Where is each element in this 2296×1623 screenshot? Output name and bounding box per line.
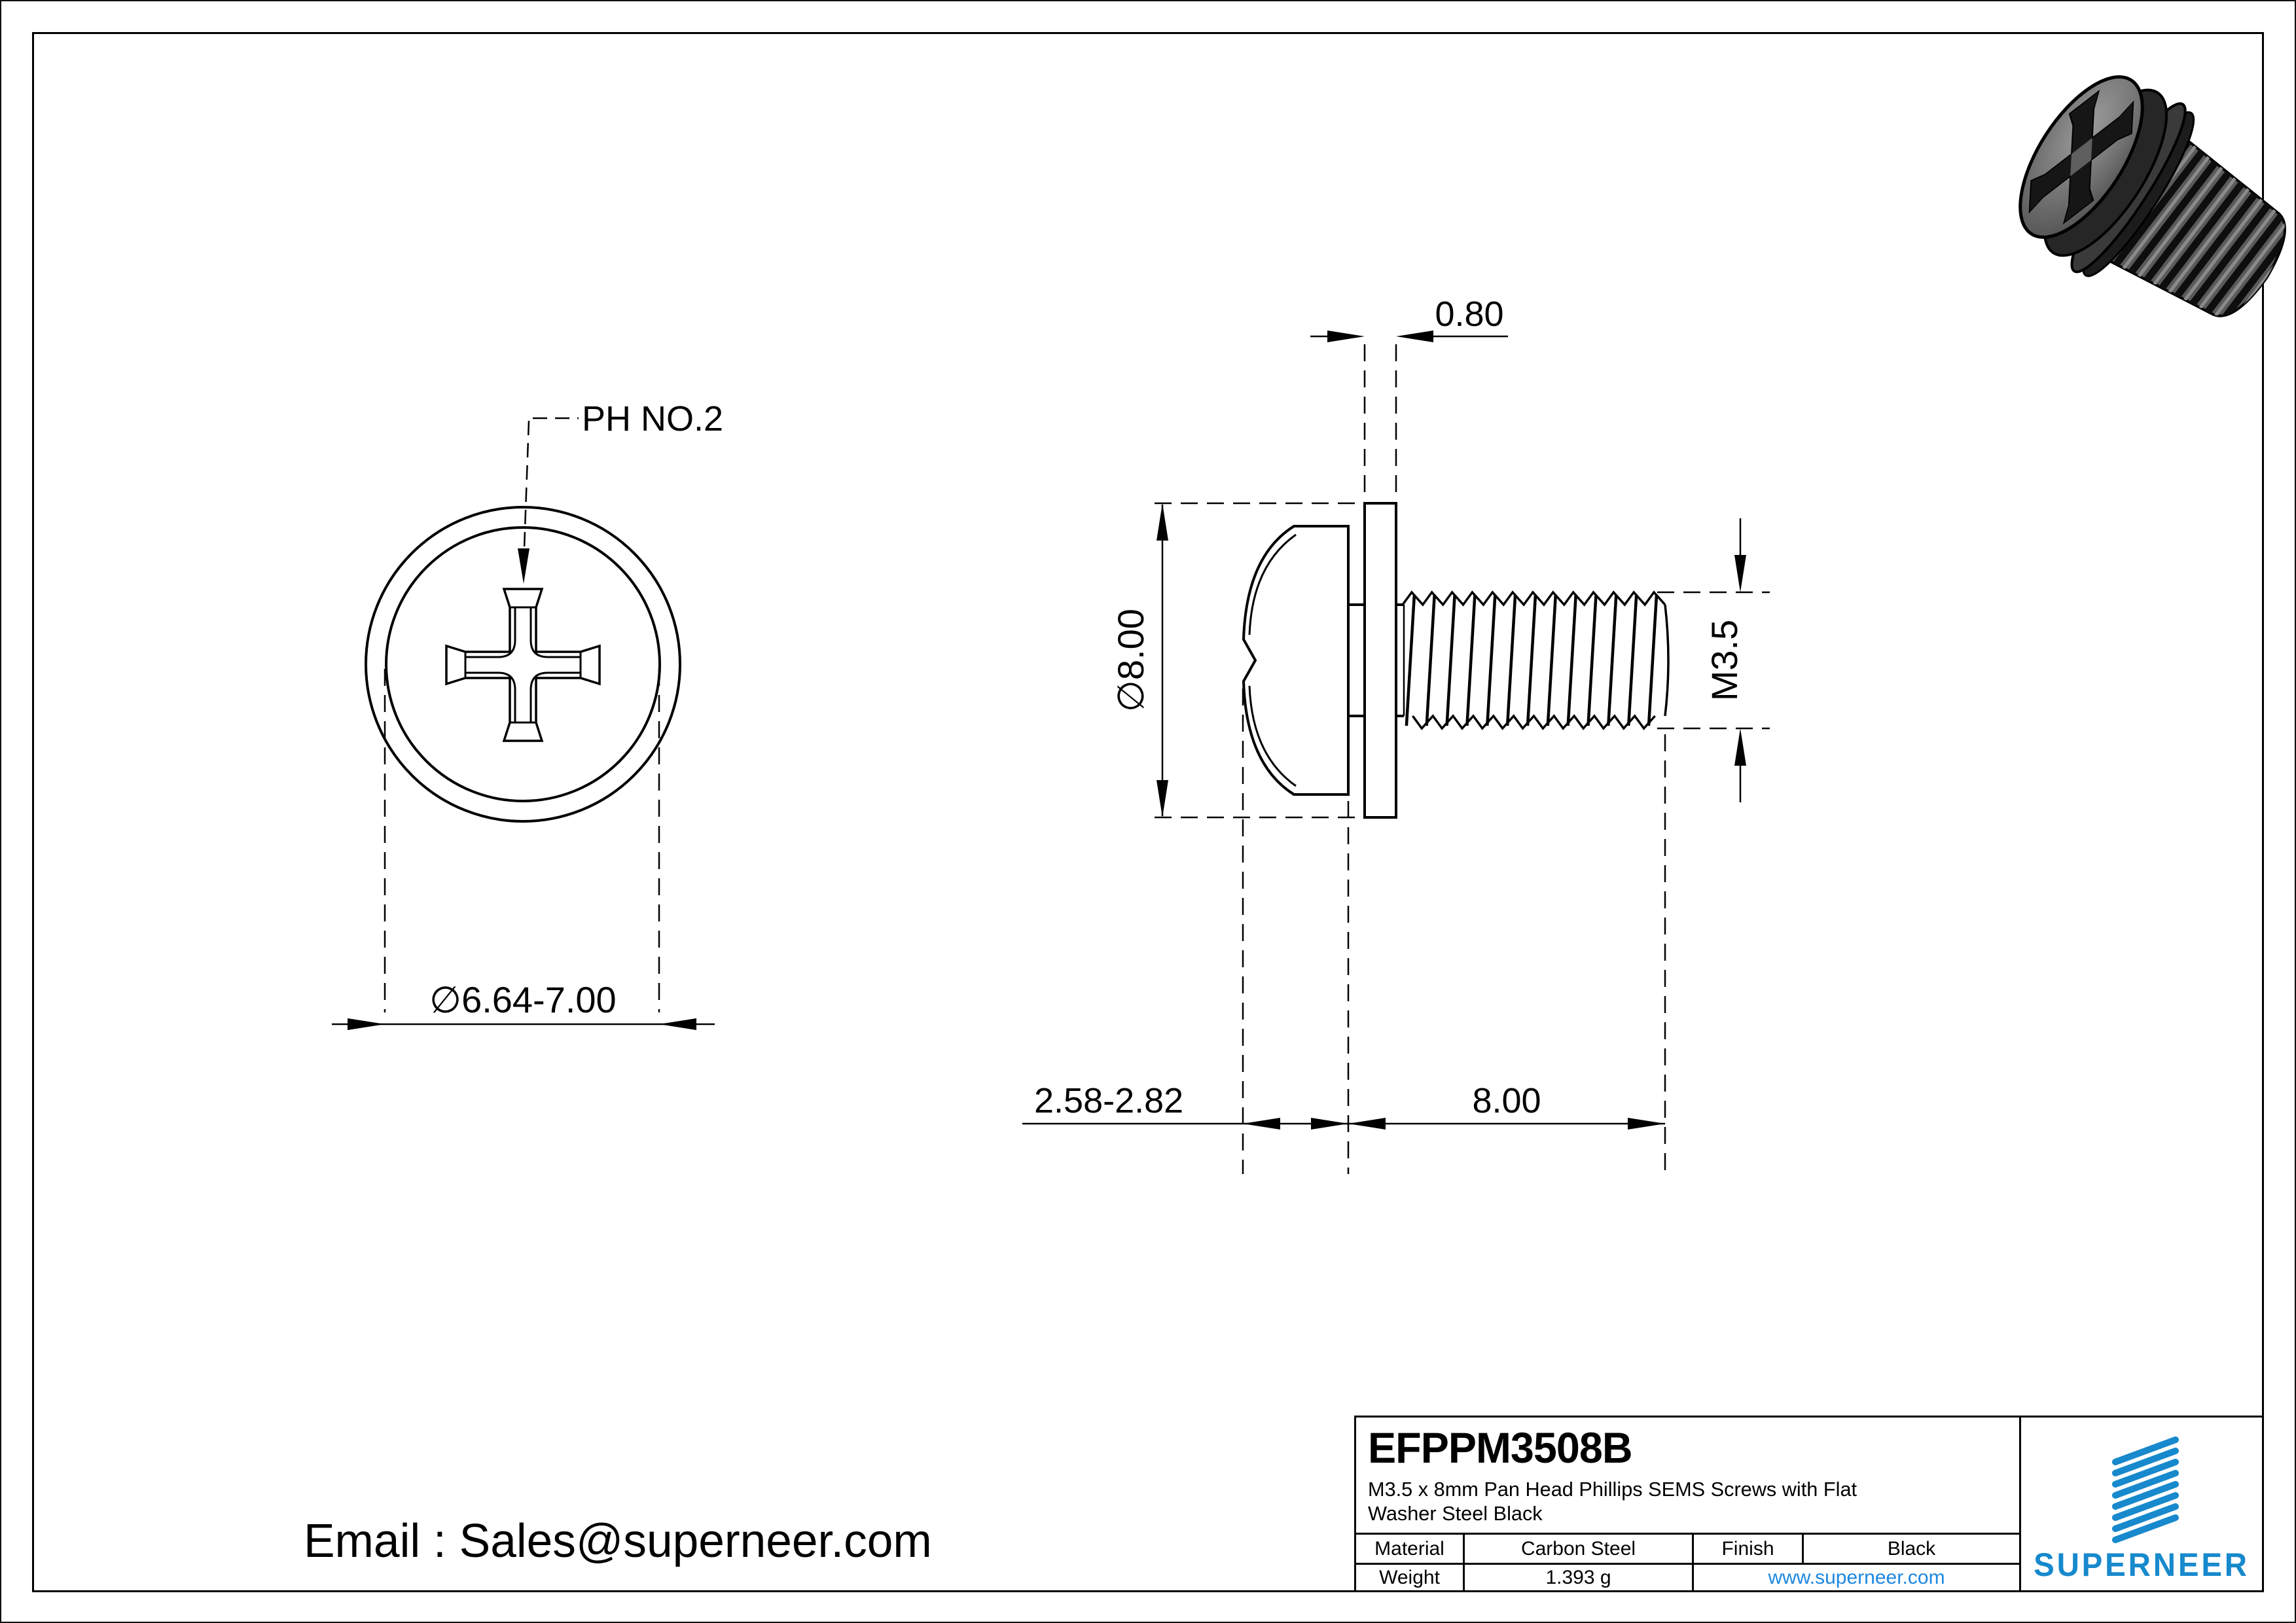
title-block-info: EFPPM3508B M3.5 x 8mm Pan Head Phillips … [1356, 1418, 2021, 1590]
head-circle [385, 526, 661, 802]
flat-washer [1363, 502, 1397, 819]
length-dimensions: 2.58-2.82 8.00 [1022, 688, 1666, 1174]
material-value: Carbon Steel [1465, 1535, 1694, 1563]
finish-value: Black [1887, 1537, 1936, 1560]
spec-row-weight-website: Weight 1.393 g www.superneer.com [1356, 1565, 2019, 1590]
front-head-diameter-text: ∅6.64-7.00 [429, 979, 616, 1020]
screw-3d-recess-highlight [2070, 137, 2092, 177]
brand-name: SUPERNEER [2034, 1546, 2250, 1583]
thread-bottom-profile [1411, 714, 1656, 730]
weight-label: Weight [1356, 1565, 1465, 1590]
washer-diameter-text: ∅8.00 [1110, 609, 1151, 712]
washer-outer-circle [365, 506, 681, 823]
part-description-line2: Washer Steel Black [1368, 1502, 1543, 1525]
side-view [1242, 502, 1670, 819]
website-link[interactable]: www.superneer.com [1768, 1566, 1945, 1588]
title-area: EFPPM3508B M3.5 x 8mm Pan Head Phillips … [1356, 1418, 2019, 1535]
recess-profile-arcs [1248, 533, 1297, 787]
weight-value: 1.393 g [1465, 1565, 1694, 1590]
brand-logo-stripes-icon [2112, 1436, 2179, 1543]
shank-lines [1348, 603, 1404, 717]
sheet-border [32, 32, 2264, 1592]
screw-3d-render [2018, 75, 2295, 340]
head-height-text: 2.58-2.82 [1034, 1081, 1183, 1120]
title-block: EFPPM3508B M3.5 x 8mm Pan Head Phillips … [1354, 1416, 2264, 1592]
thread-end-face [1664, 604, 1670, 717]
finish-label: Finish [1694, 1535, 1804, 1563]
spec-row-material-finish: Material Carbon Steel Finish Black [1356, 1535, 2019, 1565]
thread-size-text: M3.5 [1704, 620, 1745, 702]
thread-top-profile [1401, 590, 1666, 607]
recess-leader: PH NO.2 [518, 399, 723, 584]
front-view [365, 506, 681, 823]
phillips-cross-inner [464, 606, 582, 724]
recess-label-text: PH NO.2 [582, 399, 723, 438]
washer-thickness-text: 0.80 [1435, 294, 1503, 334]
washer-thickness-dimension: 0.80 [1310, 294, 1508, 499]
material-label: Material [1356, 1535, 1465, 1563]
contact-email: Email : Sales@superneer.com [304, 1515, 932, 1567]
thread-size-dimension: M3.5 [1657, 518, 1770, 802]
front-diameter-dimension: ∅6.64-7.00 [332, 669, 715, 1030]
part-description-line1: M3.5 x 8mm Pan Head Phillips SEMS Screws… [1368, 1478, 1857, 1501]
brand-logo-area: SUPERNEER [2021, 1418, 2262, 1590]
washer-diameter-dimension: ∅8.00 [1110, 502, 1361, 819]
pan-head-profile [1242, 525, 1350, 796]
screw-length-text: 8.00 [1472, 1081, 1541, 1120]
thread-flanks [1405, 594, 1659, 726]
phillips-cross-junctions [464, 606, 582, 724]
part-number: EFPPM3508B [1368, 1423, 1633, 1472]
phillips-cross-outer [445, 588, 601, 742]
